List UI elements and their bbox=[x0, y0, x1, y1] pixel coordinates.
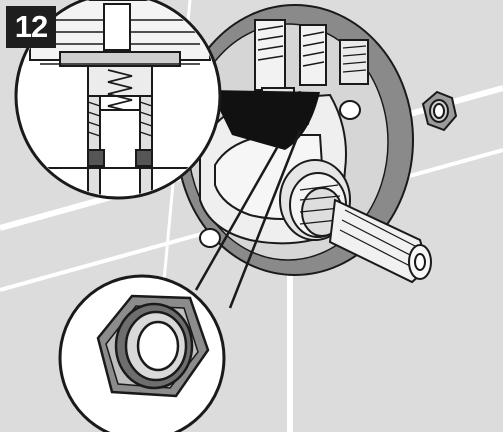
mounting-holes bbox=[199, 100, 361, 248]
step-number-badge: 12 bbox=[6, 6, 56, 48]
callout-connectors bbox=[194, 129, 302, 309]
callout-wedge-top bbox=[210, 90, 320, 150]
lock-nut-detail-icon bbox=[58, 274, 226, 437]
cartridge-stem bbox=[279, 159, 432, 284]
hex-lock-nut-icon bbox=[421, 90, 458, 132]
